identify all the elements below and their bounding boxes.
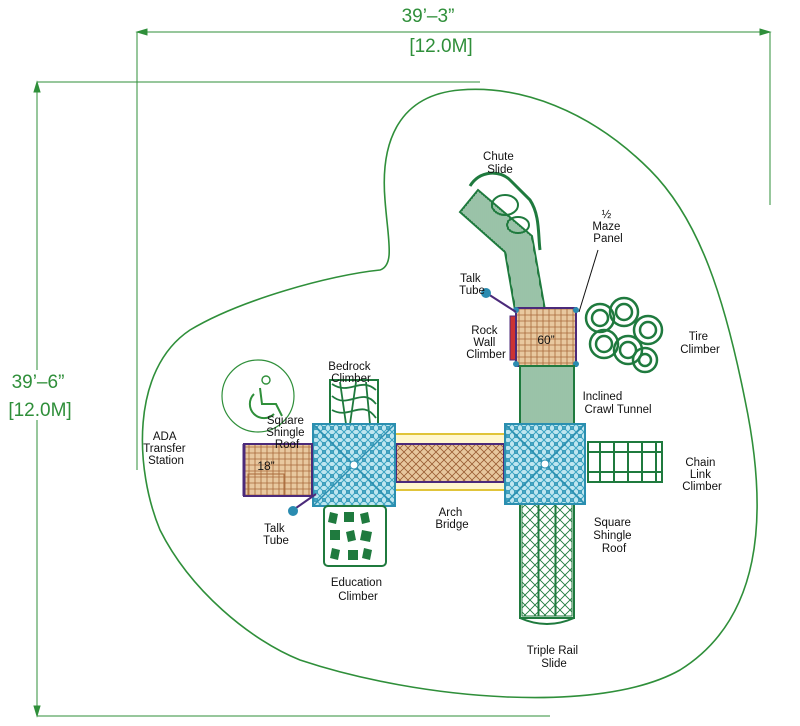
height-dimension-m: [12.0M] [8, 400, 71, 421]
ada-transfer-station [242, 443, 313, 497]
chute-slide [458, 171, 547, 311]
width-dimension [135, 28, 772, 470]
label-square-shingle-roof-right: Square Shingle Roof [593, 517, 635, 555]
label-chain-link-climber: Chain Link Climber [682, 457, 722, 493]
label-ada-transfer-station: ADA Transfer Station [143, 431, 189, 467]
upper-deck [515, 307, 577, 367]
label-triple-rail-slide: Triple Rail Slide [527, 645, 582, 670]
inclined-crawl-tunnel [519, 365, 575, 425]
label-tire-climber: Tire Climber [680, 331, 720, 356]
label-chute-slide: Chute Slide [483, 151, 517, 176]
label-talk-tube-top: Talk Tube [459, 273, 485, 297]
lower-deck-height: 18” [257, 459, 274, 473]
square-shingle-roof-left [312, 423, 396, 507]
label-bedrock-climber: Bedrock Climber [328, 361, 373, 385]
upper-deck-height: 60” [537, 333, 554, 347]
label-talk-tube-bottom: Talk Tube [263, 523, 289, 547]
width-dimension-m: [12.0M] [409, 36, 472, 57]
square-shingle-roof-right [504, 423, 586, 505]
chain-link-climber [587, 441, 663, 483]
label-inclined-crawl-tunnel: Inclined Crawl Tunnel [583, 391, 652, 416]
talk-tube-bottom [288, 493, 317, 516]
width-dimension-ft: 39’–3” [402, 6, 455, 27]
label-square-shingle-roof-left: Square Shingle Roof [266, 415, 308, 451]
arch-bridge [393, 433, 507, 491]
education-climber [323, 505, 387, 567]
use-zone-boundary [141, 88, 758, 699]
label-half-maze-panel: ½ Maze Panel [592, 209, 623, 245]
label-rock-wall-climber: Rock Wall Climber [466, 325, 506, 361]
triple-rail-slide [519, 499, 575, 625]
accessibility-icon [221, 359, 295, 433]
height-dimension-ft: 39’–6” [12, 372, 65, 393]
height-dimension [33, 80, 550, 718]
label-arch-bridge: Arch Bridge [435, 507, 468, 531]
bedrock-climber [329, 379, 379, 425]
talk-tube-top [481, 288, 517, 313]
label-education-climber: Education Climber [331, 577, 385, 603]
tire-climber [584, 296, 664, 374]
